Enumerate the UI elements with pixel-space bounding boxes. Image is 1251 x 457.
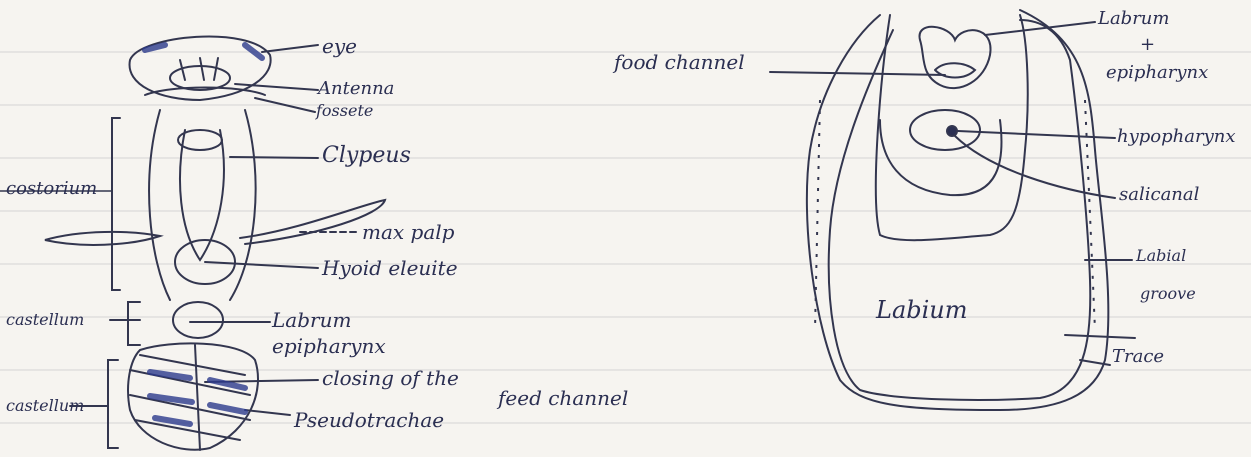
label-eye: eye [322,36,357,56]
label-pseudotrachae: Pseudotrachae [294,410,444,430]
label-fossette: fossete [316,103,373,119]
antenna-fossette [170,66,230,90]
label-hypopharynx: hypopharynx [1117,128,1236,146]
label-trace: Trace [1112,348,1164,366]
label-antenna: Antenna [318,80,394,98]
label-labrum-left: Labrum [272,310,351,330]
food-channel [920,27,991,88]
label-closing: closing of the [322,368,459,388]
labium-outline [807,10,1108,410]
label-labium: Labium [876,298,968,322]
label-hyoid-elevate: Hyoid eleuite [322,258,458,278]
label-groove: groove [1140,286,1196,302]
label-max-palp: max palp [362,222,454,242]
label-costorium: costorium [6,180,97,198]
label-clypeus: Clypeus [322,145,411,167]
clypeus-outline [149,110,256,300]
label-salicanal: salicanal [1119,186,1199,204]
label-epipharynx-right: epipharynx [1106,64,1208,82]
hypopharynx [910,110,980,150]
label-castellum-2: castellum [6,398,84,414]
label-labial: Labial [1136,248,1186,264]
max-palp-left [45,232,160,245]
label-plus: + [1140,36,1155,54]
label-labrum-right: Labrum [1098,10,1169,28]
label-epipharynx-left: epipharynx [272,336,386,356]
label-feed-channel: feed channel [498,388,628,408]
label-food-channel: food channel [614,52,745,72]
label-castellum: castellum [6,312,84,328]
